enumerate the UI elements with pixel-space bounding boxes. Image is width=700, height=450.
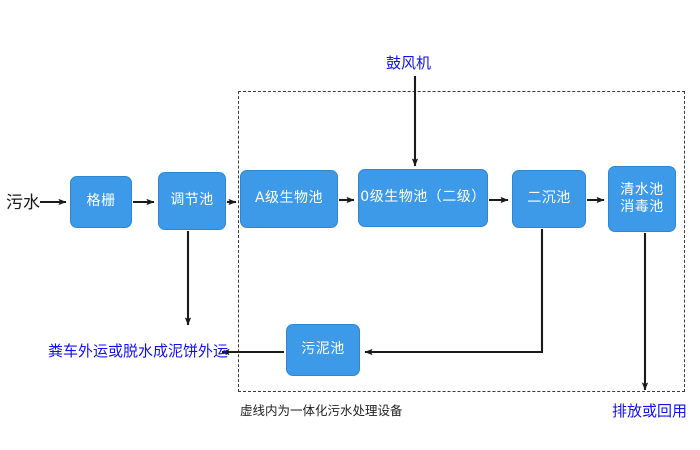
- node-secondary-sedimentation-tank[interactable]: 二沉池: [512, 170, 586, 228]
- node-a-stage-bio-tank-label: A级生物池: [254, 190, 324, 207]
- integrated-equipment-enclosure: [238, 91, 685, 392]
- inlet-label: 污水: [6, 193, 40, 213]
- label-sludge-removal: 粪车外运或脱水成泥饼外运: [48, 342, 229, 360]
- node-adjustment-tank-label: 调节池: [170, 192, 214, 209]
- node-sludge-tank-label: 污泥池: [301, 341, 345, 358]
- node-adjustment-tank[interactable]: 调节池: [158, 172, 226, 230]
- node-o-stage-bio-tank[interactable]: 0级生物池（二级）: [358, 169, 488, 227]
- node-grid-label: 格栅: [86, 193, 116, 210]
- label-discharge-reuse: 排放或回用: [612, 402, 688, 420]
- enclosure-caption: 虚线内为一体化污水处理设备: [240, 403, 403, 418]
- node-a-stage-bio-tank[interactable]: A级生物池: [240, 170, 338, 228]
- label-blower: 鼓风机: [386, 54, 432, 72]
- node-sludge-tank[interactable]: 污泥池: [286, 324, 360, 376]
- node-grid[interactable]: 格栅: [70, 176, 132, 228]
- node-o-stage-bio-tank-label: 0级生物池（二级）: [360, 189, 486, 206]
- node-secondary-sedimentation-tank-label: 二沉池: [527, 190, 571, 207]
- node-disinfection-label: 消毒池: [620, 199, 664, 215]
- node-clear-water-disinfection-tank[interactable]: 清水池 消毒池: [608, 166, 676, 232]
- node-clear-water-label: 清水池: [620, 181, 664, 198]
